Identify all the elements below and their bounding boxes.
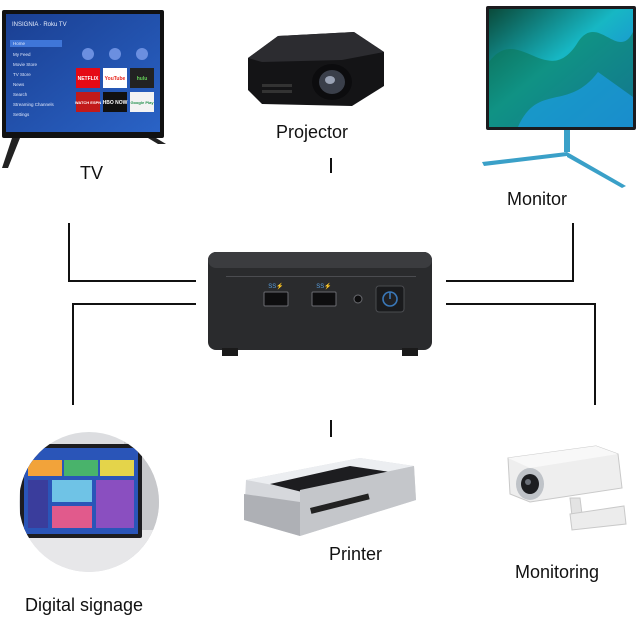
tv-menu-item: Home (13, 41, 26, 46)
label-digital-signage: Digital signage (25, 595, 144, 615)
usb-port-label: SS⚡ (268, 282, 283, 290)
wire-monitoring (446, 303, 596, 405)
tv-menu-item: News (13, 82, 25, 87)
tv-image: INSIGNIA · Roku TV Home My Feed Movie St… (2, 10, 166, 168)
wire-monitor (446, 223, 574, 282)
printer-image (244, 458, 416, 536)
tv-menu-item: My Feed (13, 52, 31, 57)
mini-pc-image: SS⚡ SS⚡ (208, 252, 432, 356)
label-projector: Projector (276, 122, 349, 142)
tv-tile: WATCH ESPN (75, 100, 101, 105)
projector-image (248, 32, 384, 106)
tv-menu-item: Settings (13, 112, 30, 117)
tv-menu-item: Movie Store (13, 62, 38, 67)
tv-tile: HBO NOW (103, 100, 128, 106)
label-monitor: Monitor (507, 189, 568, 209)
tv-menu-item: TV Store (13, 72, 31, 77)
label-printer: Printer (329, 544, 383, 564)
label-tv: TV (80, 163, 104, 183)
tv-brand: INSIGNIA · Roku TV (12, 22, 67, 28)
wire-tv (68, 223, 196, 282)
tv-tile: hulu (137, 76, 148, 82)
tv-tiles: NETFLIX YouTube hulu WATCH ESPN HBO NOW … (75, 48, 154, 112)
tv-menu-item: Streaming Channels (13, 102, 55, 107)
wire-signage (72, 303, 196, 405)
tv-menu-item: Search (13, 92, 28, 97)
usb-port-label: SS⚡ (316, 282, 331, 290)
label-monitoring: Monitoring (515, 562, 600, 582)
monitor-image (482, 6, 636, 188)
power-icon (382, 291, 398, 307)
tv-menu: Home My Feed Movie Store TV Store News S… (10, 40, 62, 117)
digital-signage-image (19, 432, 159, 572)
tv-tile: NETFLIX (78, 76, 99, 82)
monitoring-camera-image (507, 445, 627, 531)
tv-tile: Google Play (130, 100, 154, 105)
tv-tile: YouTube (105, 76, 126, 82)
